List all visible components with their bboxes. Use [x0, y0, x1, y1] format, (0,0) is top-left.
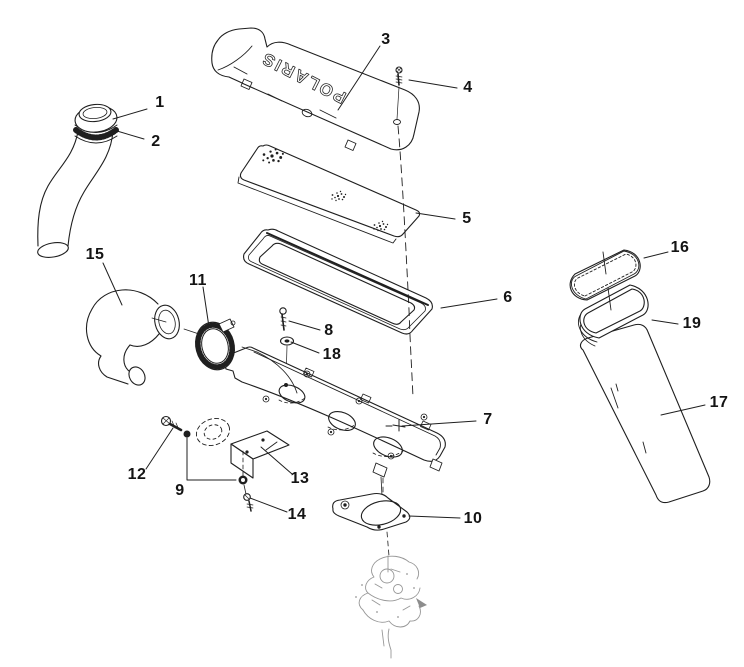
leader-5	[415, 212, 456, 220]
alignment-axis	[397, 125, 414, 398]
callout-13: 13	[290, 470, 310, 487]
leader-18	[290, 341, 320, 354]
leader-lines	[102, 45, 706, 519]
leader-1	[112, 108, 148, 120]
intake-hose	[37, 103, 119, 258]
mount-screw	[279, 307, 287, 331]
cover-screw	[395, 66, 403, 120]
callout-2: 2	[151, 133, 161, 150]
leader-2	[116, 130, 145, 140]
callout-1: 1	[155, 94, 165, 111]
leader-12	[145, 427, 174, 470]
callout-19: 19	[682, 315, 702, 332]
callout-17: 17	[709, 394, 729, 411]
leader-13	[260, 446, 293, 475]
silencer-cover: POLARIS	[211, 27, 420, 151]
leader-19	[651, 319, 679, 325]
callout-5: 5	[462, 210, 472, 227]
mount-bracket	[230, 430, 290, 479]
duct-collar	[577, 284, 649, 347]
clamp-axis-dashes	[151, 317, 258, 353]
leader-16	[643, 251, 669, 259]
bracket-screw	[243, 493, 254, 512]
leader-7	[385, 419, 477, 432]
leader-10	[408, 515, 461, 519]
leader-15	[102, 262, 123, 306]
hidden-hole-outline	[195, 418, 231, 446]
air-box-base	[223, 346, 446, 497]
intake-duct	[579, 323, 711, 504]
callout-11: 11	[189, 272, 207, 289]
elbow-hose	[85, 289, 180, 386]
leader-6	[440, 298, 498, 309]
callout-4: 4	[463, 79, 473, 96]
outlet-flange	[332, 477, 411, 557]
callout-18: 18	[322, 346, 342, 363]
callout-6: 6	[503, 289, 513, 306]
callout-12: 12	[127, 466, 147, 483]
leader-3	[337, 45, 381, 111]
callout-8: 8	[324, 322, 334, 339]
leader-8	[288, 320, 321, 331]
nut-pair	[186, 437, 248, 495]
leader-14	[249, 497, 288, 513]
leader-17	[660, 404, 706, 416]
leader-4	[408, 79, 458, 89]
alignment-ticks-right	[602, 251, 612, 311]
callout-10: 10	[463, 510, 483, 527]
callout-7: 7	[483, 411, 493, 428]
callout-9: 9	[175, 482, 185, 499]
seal-frame	[243, 228, 433, 335]
leader-11	[202, 286, 210, 328]
callout-15: 15	[85, 246, 105, 263]
carburetor-sketch	[355, 555, 427, 659]
bracket-bolt	[160, 415, 191, 438]
callout-3: 3	[381, 31, 391, 48]
oval-seal-ring	[569, 249, 641, 301]
callout-14: 14	[287, 506, 307, 523]
callout-16: 16	[670, 239, 690, 256]
hose-clamp	[195, 318, 236, 371]
foam-pad	[237, 144, 421, 244]
